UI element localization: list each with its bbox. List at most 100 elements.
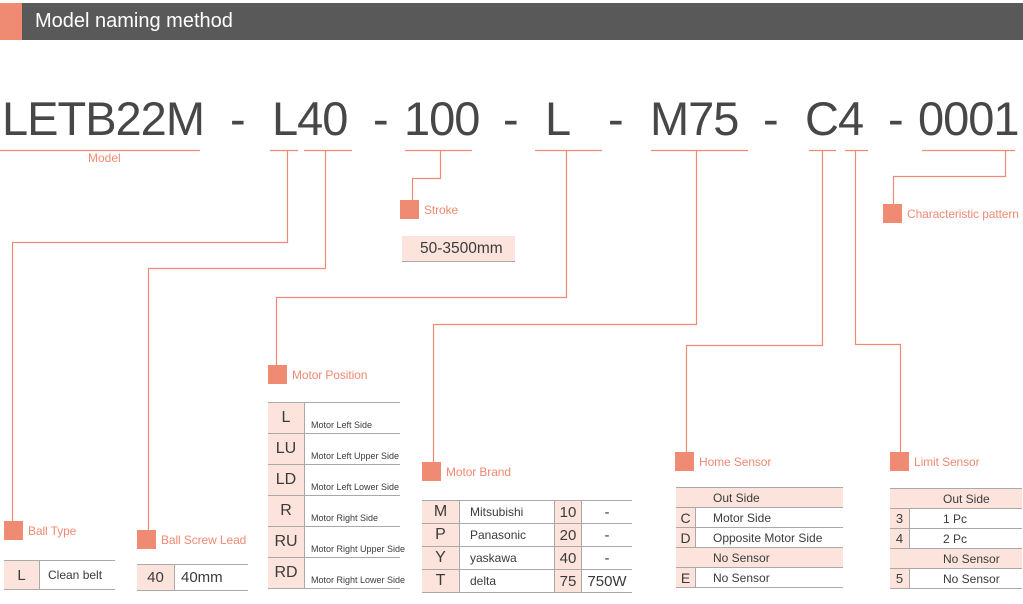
motor-position-code: LU — [268, 434, 305, 464]
stroke-range-value: 50-3500mm — [420, 239, 503, 257]
table-row: 3 1 Pc — [890, 509, 1022, 529]
table-row: 40 40mm — [137, 565, 248, 591]
motor-power: - — [604, 526, 610, 544]
ball-type-marker — [4, 521, 23, 540]
motor-position-marker — [268, 365, 287, 384]
group-header-text: Out Side — [713, 490, 760, 505]
table-row: 4 2 Pc — [890, 529, 1022, 549]
table-row: R Motor Right Side — [268, 496, 400, 527]
motor-code: 20 — [555, 524, 582, 546]
table-group-header: No Sensor — [676, 548, 843, 568]
ball-type-label: Ball Type — [4, 521, 76, 540]
ball-screw-lead-marker — [137, 530, 156, 549]
group-header-text: No Sensor — [943, 551, 1000, 566]
home-sensor-code: E — [676, 568, 696, 587]
connector-motor-brand — [432, 151, 698, 462]
table-row: RD Motor Right Lower Side — [268, 558, 405, 589]
home-sensor-description: Opposite Motor Side — [713, 530, 823, 545]
motor-power: 750W — [587, 572, 627, 590]
code-separator: - — [373, 92, 389, 145]
code-segment-motor: M75 — [650, 92, 739, 145]
limit-sensor-label-text: Limit Sensor — [914, 454, 980, 469]
code-segment-motor-position: L — [545, 92, 571, 145]
code-segment-ball-type-lead: L40 — [272, 92, 348, 145]
ball-type-code: L — [4, 561, 40, 589]
motor-position-code: LD — [268, 465, 305, 495]
motor-position-code: L — [268, 403, 305, 433]
table-group-header: Out Side — [676, 488, 843, 508]
motor-brand-marker — [422, 462, 441, 481]
table-row: RU Motor Right Upper Side — [268, 527, 405, 558]
motor-code: 10 — [555, 501, 582, 523]
limit-sensor-label: Limit Sensor — [890, 452, 980, 471]
group-header-text: No Sensor — [713, 550, 770, 565]
home-sensor-marker — [675, 452, 694, 471]
motor-position-code: RU — [268, 527, 305, 557]
section-title: Model naming method — [35, 10, 233, 32]
connector-ball-type — [11, 151, 289, 521]
code-segment-characteristic-pattern: 0001 — [918, 92, 1020, 145]
characteristic-pattern-label: Characteristic pattern — [883, 204, 1019, 223]
connector-limit-sensor — [854, 151, 902, 452]
stroke-marker — [400, 200, 419, 219]
table-row: E No Sensor — [676, 568, 843, 588]
code-separator: - — [608, 92, 624, 145]
table-row: L Motor Left Side — [268, 403, 400, 434]
code-separator: - — [888, 92, 904, 145]
ball-type-label-text: Ball Type — [28, 523, 77, 538]
motor-power: - — [604, 503, 610, 521]
table-row: 5 No Sensor — [890, 569, 1022, 589]
limit-sensor-table: Out Side 3 1 Pc 4 2 Pc No Sensor 5 No Se… — [890, 488, 1022, 589]
stroke-range-box: 50-3500mm — [402, 236, 515, 262]
motor-position-table: L Motor Left Side LU Motor Left Upper Si… — [268, 402, 405, 589]
ball-screw-lead-description: 40mm — [181, 569, 223, 586]
table-row: Y yaskawa 40 - — [422, 547, 632, 570]
motor-position-code: RD — [268, 558, 305, 588]
characteristic-pattern-marker — [883, 204, 902, 223]
motor-brand-table: M Mitsubishi 10 - P Panasonic 20 - Y yas… — [422, 500, 632, 593]
code-separator: - — [763, 92, 779, 145]
code-segment-model: LETB22M — [2, 92, 205, 145]
limit-sensor-code: 5 — [890, 569, 910, 588]
home-sensor-code: C — [676, 508, 696, 527]
table-group-header: No Sensor — [890, 549, 1022, 569]
model-label: Model — [88, 151, 121, 165]
motor-code: 75 — [555, 570, 582, 592]
motor-position-label-text: Motor Position — [292, 367, 368, 382]
motor-position-description: Motor Right Side — [311, 513, 379, 523]
limit-sensor-description: 1 Pc — [943, 511, 968, 526]
motor-position-label: Motor Position — [268, 365, 367, 384]
stroke-label-text: Stroke — [424, 202, 459, 217]
section-header-bar: Model naming method — [0, 3, 1023, 40]
limit-sensor-marker — [890, 452, 909, 471]
motor-brand-code: T — [422, 570, 460, 592]
motor-brand-name: Panasonic — [460, 524, 555, 546]
stroke-label: Stroke — [400, 200, 458, 219]
motor-position-description: Motor Left Side — [311, 420, 373, 430]
characteristic-pattern-label-text: Characteristic pattern — [907, 206, 1019, 221]
home-sensor-description: Motor Side — [713, 510, 772, 525]
table-row: D Opposite Motor Side — [676, 528, 843, 548]
motor-position-description: Motor Right Lower Side — [311, 575, 406, 585]
motor-power: - — [604, 549, 610, 567]
table-group-header: Out Side — [890, 489, 1022, 509]
limit-sensor-code: 3 — [890, 509, 910, 528]
limit-sensor-description: 2 Pc — [943, 531, 968, 546]
home-sensor-description: No Sensor — [713, 570, 770, 585]
ball-type-description: Clean belt — [48, 568, 103, 582]
motor-position-description: Motor Right Upper Side — [311, 544, 406, 554]
limit-sensor-description: No Sensor — [943, 571, 1000, 586]
table-row: M Mitsubishi 10 - — [422, 501, 632, 524]
table-row: LU Motor Left Upper Side — [268, 434, 400, 465]
motor-brand-name: yaskawa — [460, 547, 555, 569]
code-separator: - — [230, 92, 246, 145]
motor-brand-code: Y — [422, 547, 460, 569]
code-segment-sensors: C4 — [805, 92, 864, 145]
motor-brand-name: delta — [460, 570, 555, 592]
motor-brand-code: M — [422, 501, 460, 523]
home-sensor-label: Home Sensor — [675, 452, 771, 471]
motor-position-code: R — [268, 496, 305, 526]
ball-type-table: L Clean belt — [4, 560, 115, 590]
table-row: T delta 75 750W — [422, 570, 632, 593]
motor-brand-label-text: Motor Brand — [446, 464, 511, 479]
